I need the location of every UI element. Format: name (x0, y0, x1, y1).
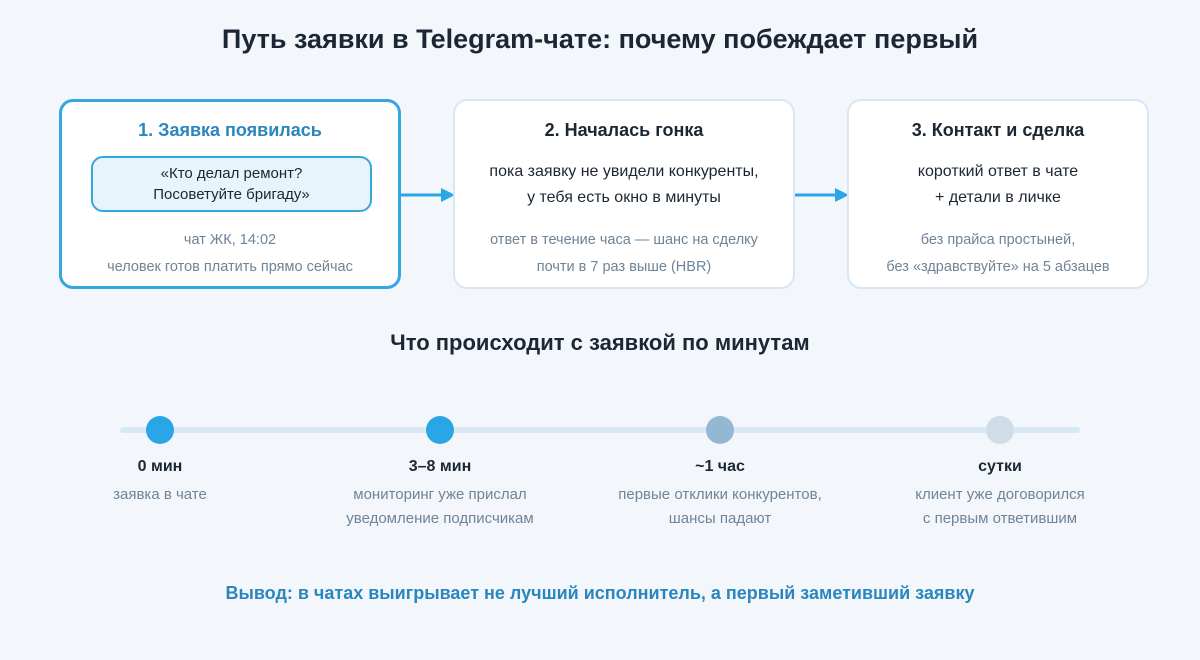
arrow-right-icon (401, 188, 455, 202)
stage-time: 3–8 мин (408, 458, 472, 475)
note-line: без прайса простыней, (920, 232, 1076, 248)
note-line: человек готов платить прямо сейчас (107, 259, 353, 275)
timeline-stage: 3–8 мин мониторинг уже прислал уведомлен… (310, 456, 570, 531)
conclusion-text: Вывод: в чатах выигрывает не лучший испо… (225, 583, 975, 603)
stage-time: сутки (978, 458, 1022, 475)
timeline-stage: ~1 час первые отклики конкурентов, шансы… (590, 456, 850, 531)
note-line: почти в 7 раз выше (HBR) (536, 259, 712, 275)
description-line: шансы падают (668, 510, 772, 527)
body-line: + детали в личке (935, 189, 1061, 206)
step-note: без прайса простыней, без «здравствуйте»… (849, 227, 1147, 281)
step-heading: 2. Началась гонка (544, 120, 704, 140)
description-line: уведомление подписчикам (346, 510, 534, 527)
body-line: короткий ответ в чате (917, 163, 1079, 180)
timeline-dot (706, 416, 734, 444)
description-line: заявка в чате (113, 486, 207, 503)
description-line: с первым ответившим (922, 510, 1078, 527)
quote-line: Посоветуйте бригаду» (153, 186, 310, 203)
step-note: чат ЖК, 14:02 человек готов платить прям… (62, 227, 398, 281)
step-body: пока заявку не увидели конкуренты, у теб… (455, 159, 793, 211)
timeline-stage: 0 мин заявка в чате (30, 456, 290, 507)
stage-description: первые отклики конкурентов, шансы падают (590, 483, 850, 531)
timeline-dot (146, 416, 174, 444)
stage-description: заявка в чате (30, 483, 290, 507)
timeline-stage: сутки клиент уже договорился с первым от… (870, 456, 1130, 531)
description-line: клиент уже договорился (915, 486, 1085, 503)
body-line: у тебя есть окно в минуты (527, 189, 721, 206)
step-body: короткий ответ в чате + детали в личке (849, 159, 1147, 211)
page-title: Путь заявки в Telegram-чате: почему побе… (221, 24, 979, 54)
step-note: ответ в течение часа — шанс на сделку по… (455, 227, 793, 281)
step-heading: 3. Контакт и сделка (911, 120, 1085, 140)
body-line: пока заявку не увидели конкуренты, (489, 163, 759, 180)
stage-time: 0 мин (137, 458, 183, 475)
step-card-3: 3. Контакт и сделка короткий ответ в чат… (847, 99, 1149, 289)
note-line: ответ в течение часа — шанс на сделку (490, 232, 758, 248)
step-card-2: 2. Началась гонка пока заявку не увидели… (453, 99, 795, 289)
timeline-dot (986, 416, 1014, 444)
note-line: без «здравствуйте» на 5 абзацев (886, 259, 1110, 275)
note-line: чат ЖК, 14:02 (183, 232, 277, 248)
chat-quote-bubble: «Кто делал ремонт? Посоветуйте бригаду» (91, 156, 372, 212)
stage-time: ~1 час (695, 458, 745, 475)
quote-line: «Кто делал ремонт? (160, 165, 303, 182)
timeline-heading: Что происходит с заявкой по минутам (390, 330, 810, 355)
arrow-right-icon (795, 188, 849, 202)
description-line: мониторинг уже прислал (353, 486, 527, 503)
step-card-1: 1. Заявка появилась «Кто делал ремонт? П… (59, 99, 401, 289)
timeline-dot (426, 416, 454, 444)
step-heading: 1. Заявка появилась (138, 120, 322, 140)
description-line: первые отклики конкурентов, (618, 486, 822, 503)
stage-description: мониторинг уже прислал уведомление подпи… (310, 483, 570, 531)
stage-description: клиент уже договорился с первым ответивш… (870, 483, 1130, 531)
timeline-track (120, 427, 1080, 433)
